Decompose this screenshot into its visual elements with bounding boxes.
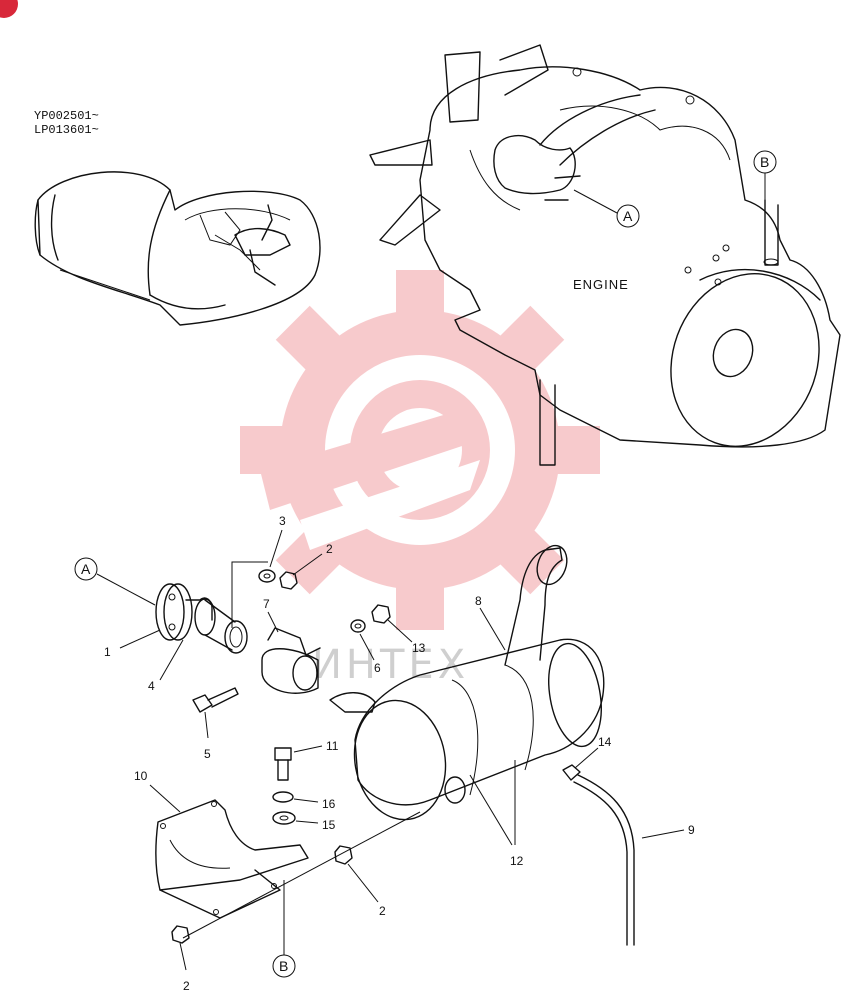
ref-marker-a-flange [74, 557, 98, 581]
callout-9: 9 [688, 823, 695, 837]
watermark-logo [240, 270, 600, 630]
serial-range-1: YP002501~ [34, 109, 99, 123]
callout-4: 4 [148, 679, 155, 693]
ref-marker-b-engine-label: B [760, 154, 769, 170]
serial-range-2: LP013601~ [34, 123, 99, 137]
flange-pipe-parts [155, 583, 248, 654]
bracket-part [155, 799, 421, 939]
machine-thumbnail [34, 171, 321, 326]
engine-label: ENGINE [573, 277, 629, 292]
callout-6: 6 [374, 661, 381, 675]
ref-marker-a-engine-label: A [623, 208, 633, 224]
callout-3: 3 [279, 514, 286, 528]
callout-5: 5 [204, 747, 211, 761]
muffler-part [329, 544, 605, 821]
bolt-part-11 [274, 747, 292, 781]
ref-marker-a-engine [616, 204, 640, 228]
callout-11: 11 [326, 739, 339, 753]
ref-marker-b-bracket-label: B [279, 958, 288, 974]
callout-15: 15 [322, 818, 336, 832]
callout-2-middle: 2 [379, 904, 386, 918]
callout-1: 1 [104, 645, 111, 659]
ref-marker-a-flange-label: A [81, 561, 91, 577]
callout-2-bottom: 2 [183, 979, 190, 993]
bolt-part-5 [192, 687, 239, 713]
callout-7: 7 [263, 597, 270, 611]
callout-2-top: 2 [326, 542, 333, 556]
clamp-part [261, 627, 321, 694]
callout-13: 13 [412, 641, 426, 655]
watermark-text: ИНТЕХ [312, 642, 469, 688]
callout-8: 8 [475, 594, 482, 608]
engine-assembly [369, 44, 841, 466]
corner-badge [0, 0, 18, 18]
callout-10: 10 [134, 769, 148, 783]
callout-14: 14 [598, 735, 612, 749]
callout-12: 12 [510, 854, 524, 868]
callout-16: 16 [322, 797, 336, 811]
